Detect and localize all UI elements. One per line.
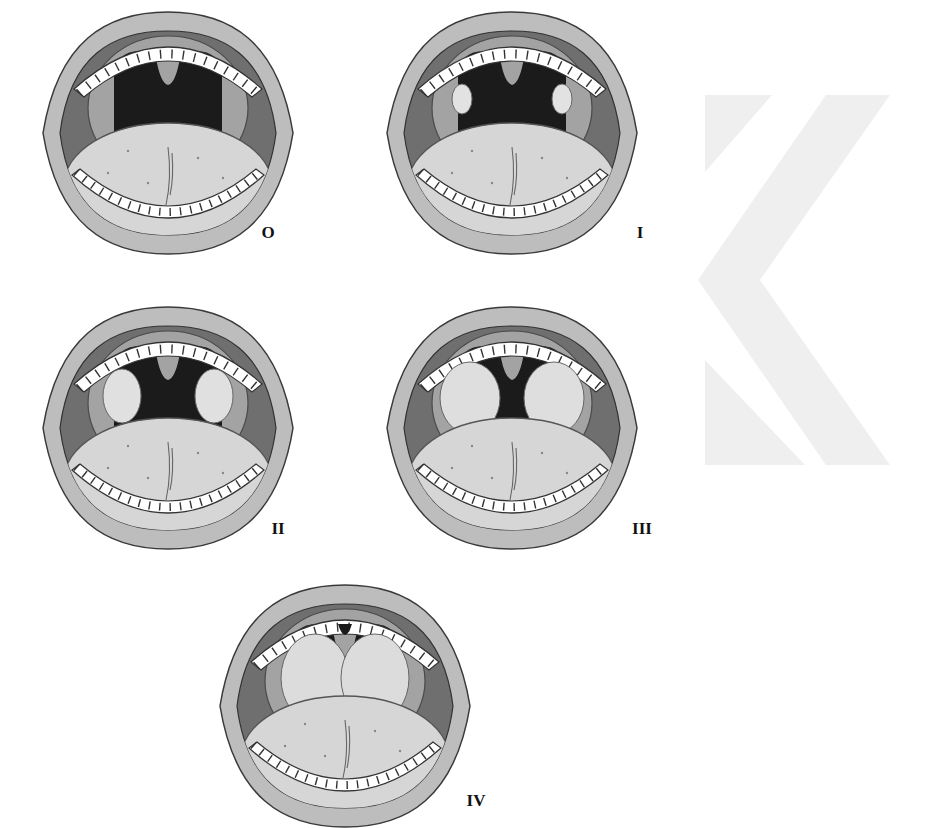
tonsils [103,369,233,423]
tonsils [452,84,572,114]
grade-label: III [632,520,652,537]
watermark [698,95,890,465]
grade-label: I [637,224,644,241]
grade-label: O [261,224,274,241]
grade-label: II [271,520,284,537]
grade-label: IV [467,792,486,809]
mouth-grade-2 [43,307,293,549]
mouth-grade-4 [220,585,470,827]
uvula [338,624,352,635]
mouth-grade-0 [43,12,293,254]
mouth-grade-1 [387,12,637,254]
mouth-grade-3 [387,307,637,549]
